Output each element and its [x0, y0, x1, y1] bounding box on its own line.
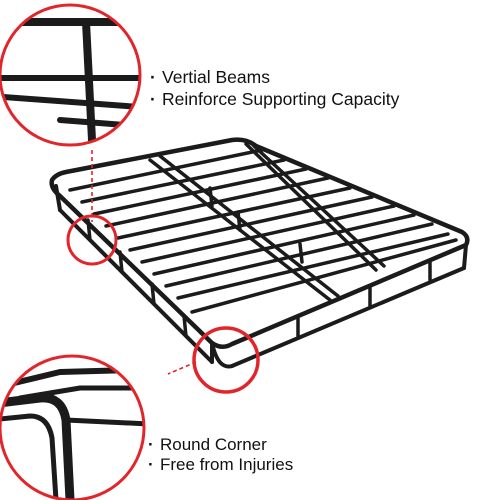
feature-row: · Free from Injuries: [148, 455, 293, 475]
bed-frame: [49, 137, 470, 369]
frame-bottom-rail-right: [230, 266, 466, 368]
feature-row: · Reinforce Supporting Capacity: [150, 88, 399, 110]
frame-right-post: [462, 243, 468, 270]
feature-text: Vertial Beams: [162, 67, 270, 87]
feature-row: · Round Corner: [148, 435, 293, 455]
callout-leaders: [91, 150, 197, 375]
inner-beams: [208, 186, 304, 264]
bullet-icon: ·: [148, 435, 154, 454]
bottom-detail-ring: [192, 326, 260, 394]
bullet-icon: ·: [150, 89, 156, 109]
right-side-beams: [296, 258, 432, 338]
left-side-beams: [86, 218, 188, 338]
bullet-icon: ·: [148, 455, 154, 474]
feature-row: · Vertial Beams: [150, 66, 399, 88]
bottom-callout: [0, 354, 146, 500]
top-detail-ring: [66, 214, 118, 266]
cross-slats: [68, 148, 458, 314]
feature-text: Free from Injuries: [160, 455, 294, 474]
bottom-feature-caption: · Round Corner · Free from Injuries: [148, 435, 293, 475]
frame-left-post: [54, 184, 62, 212]
top-feature-caption: · Vertial Beams · Reinforce Supporting Cap…: [150, 66, 399, 110]
feature-text: Reinforce Supporting Capacity: [162, 89, 400, 109]
bullet-icon: ·: [150, 67, 156, 87]
feature-text: Round Corner: [160, 435, 267, 454]
frame-top-rail: [49, 137, 470, 349]
